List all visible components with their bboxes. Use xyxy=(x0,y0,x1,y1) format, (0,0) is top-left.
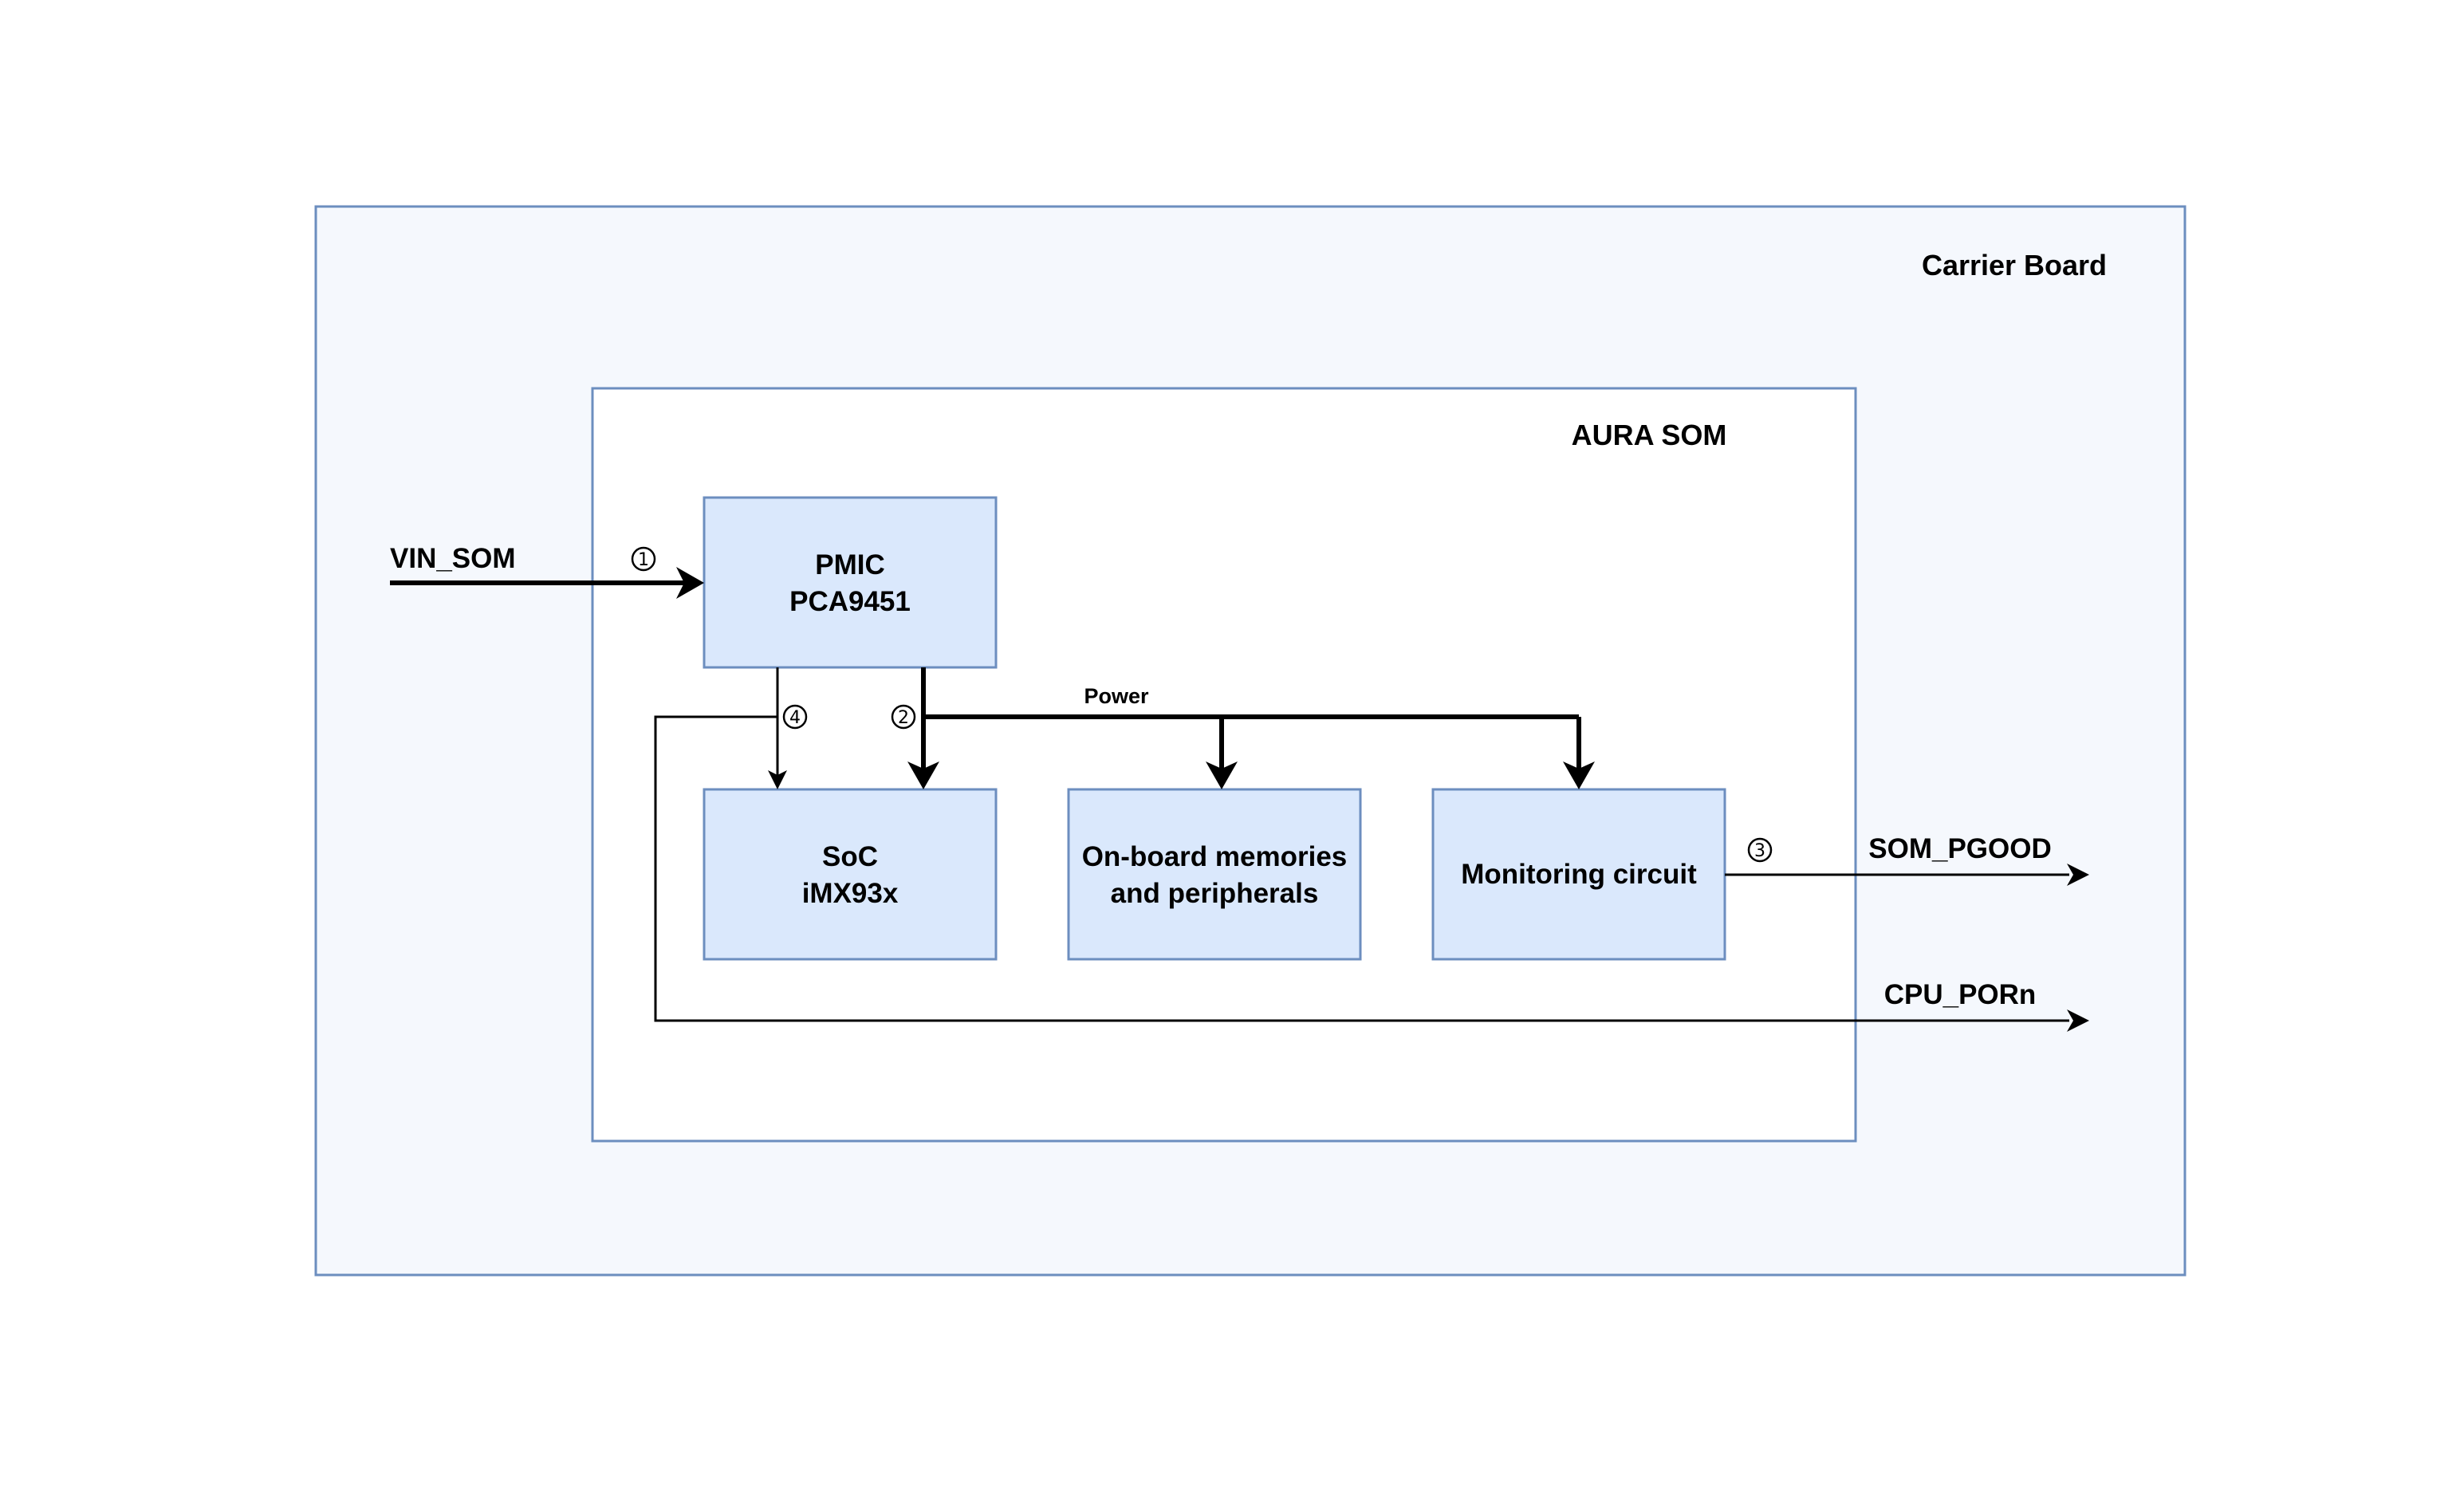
pmic-label-1: PMIC xyxy=(815,549,885,580)
pmic-block[interactable]: PMIC PCA9451 xyxy=(703,496,998,669)
badge-4-num: 4 xyxy=(789,708,801,728)
power-label: Power xyxy=(1084,684,1149,708)
badge-1-num: 1 xyxy=(638,550,649,570)
badge-4: 4 xyxy=(782,704,808,730)
som-label: AURA SOM xyxy=(1572,419,1727,451)
power-bus xyxy=(907,667,1595,789)
soc-label-2: iMX93x xyxy=(802,878,899,909)
memories-block[interactable]: On-board memories and peripherals xyxy=(1067,788,1362,961)
vin-som-label: VIN_SOM xyxy=(390,543,516,574)
badge-2: 2 xyxy=(891,704,916,730)
cpu-porn-label: CPU_PORn xyxy=(1884,979,2037,1010)
badge-1: 1 xyxy=(631,546,656,572)
soc-label-1: SoC xyxy=(822,841,878,872)
badge-2-num: 2 xyxy=(898,708,909,728)
monitoring-label: Monitoring circuit xyxy=(1461,859,1697,890)
som-pgood-label: SOM_PGOOD xyxy=(1868,833,2051,864)
soc-block[interactable]: SoC iMX93x xyxy=(703,788,998,961)
monitoring-block[interactable]: Monitoring circuit xyxy=(1431,788,1726,961)
memories-label-2: and peripherals xyxy=(1111,878,1319,909)
pmic-label-2: PCA9451 xyxy=(789,586,911,617)
carrier-board-label: Carrier Board xyxy=(1922,249,2107,281)
badge-3: 3 xyxy=(1747,837,1773,863)
memories-label-1: On-board memories xyxy=(1082,841,1348,872)
vin-som-arrowhead xyxy=(676,567,704,599)
reset-wire xyxy=(654,667,2089,1032)
pgood-wire xyxy=(1725,864,2089,886)
badge-3-num: 3 xyxy=(1754,841,1765,861)
